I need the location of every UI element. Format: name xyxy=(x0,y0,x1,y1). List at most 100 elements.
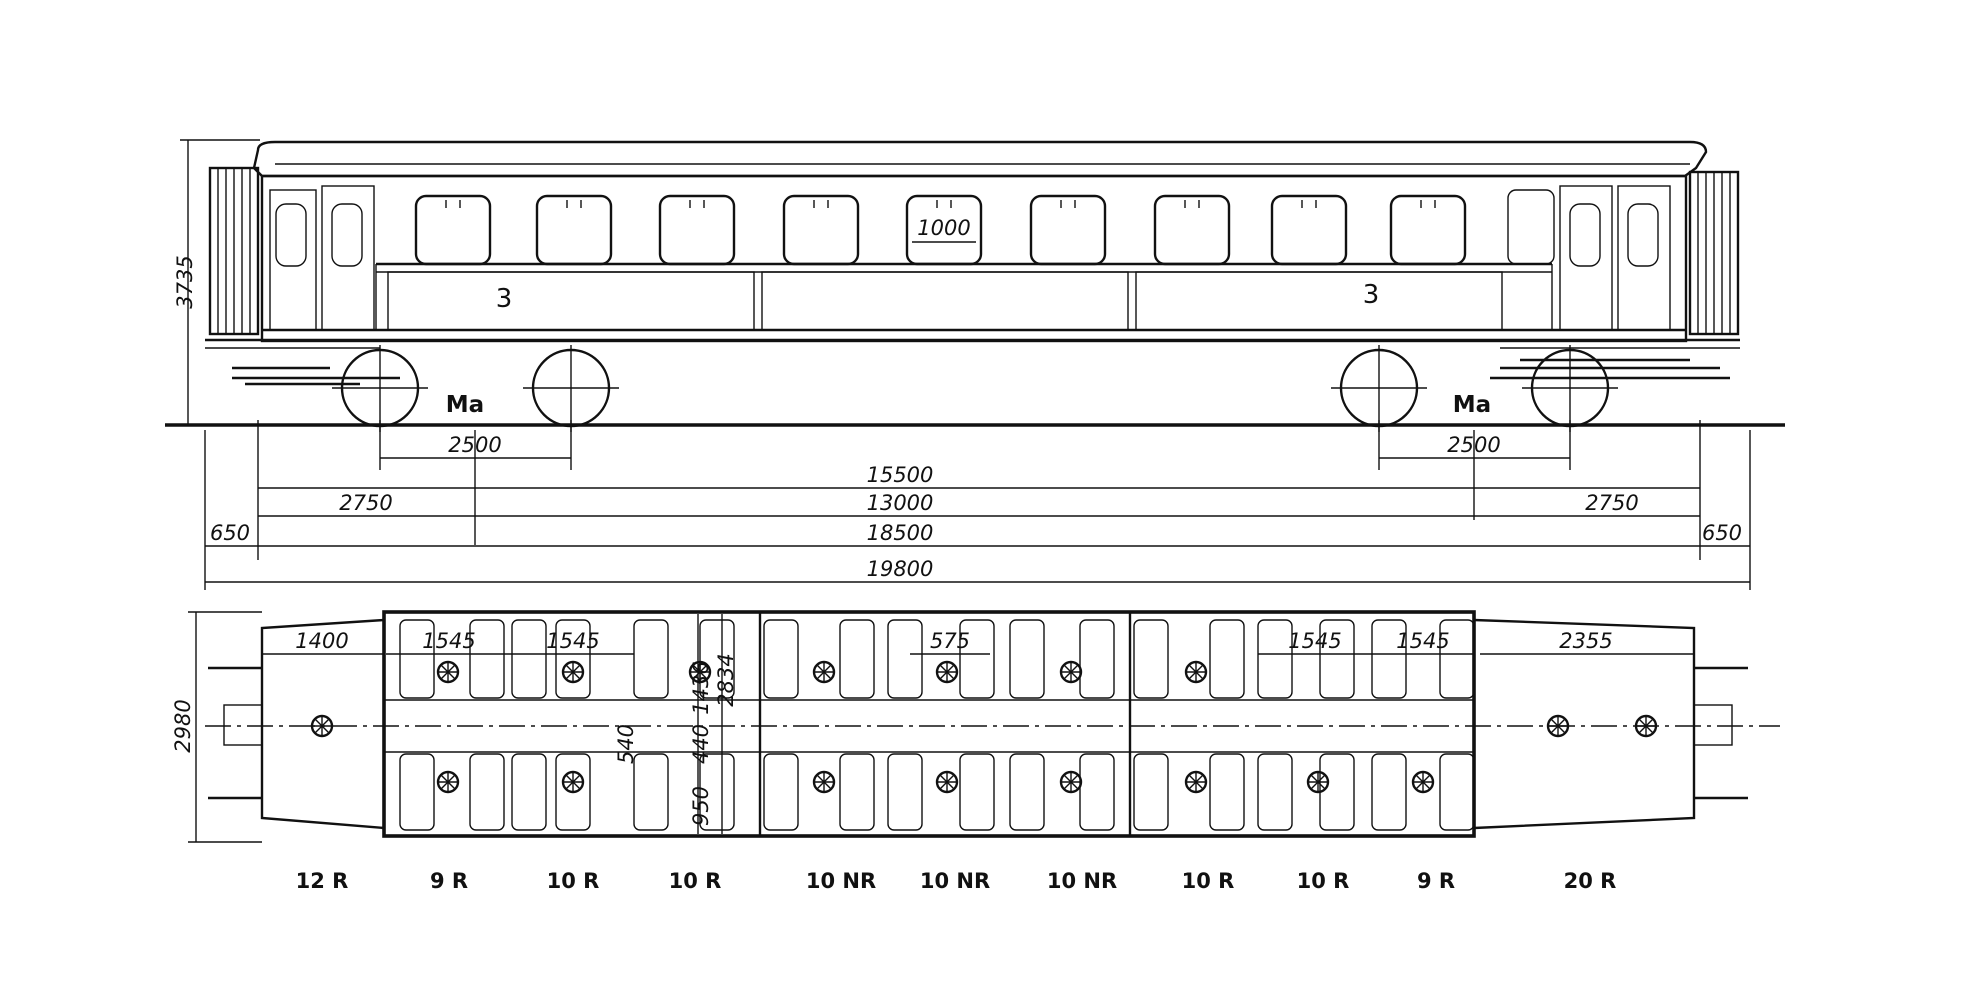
seat-bottom-12 xyxy=(1079,753,1115,831)
seat-top-7 xyxy=(763,619,799,699)
fan-icon xyxy=(1634,714,1658,738)
door-window-left-2 xyxy=(331,203,363,267)
seat-bottom-11 xyxy=(1009,753,1045,831)
car-body xyxy=(260,174,1688,343)
roof-outline xyxy=(252,140,1708,178)
buffer-left-dim: 650 xyxy=(210,521,250,545)
fan-icon xyxy=(1306,770,1330,794)
seat-bottom-6 xyxy=(699,753,735,831)
seat-top-14 xyxy=(1209,619,1245,699)
window-6 xyxy=(1029,194,1107,266)
fan-icon xyxy=(1184,770,1208,794)
side-elevation: 3 3 Ma Ma 1000 3735 xyxy=(165,139,1785,432)
seat-top-12 xyxy=(1079,619,1115,699)
fan-icon xyxy=(310,714,334,738)
section-label-1: 12 R xyxy=(296,869,349,893)
seat-top-2 xyxy=(469,619,505,699)
window-4 xyxy=(782,194,860,266)
height-dim: 3735 xyxy=(173,255,197,308)
seat-bottom-16 xyxy=(1319,753,1355,831)
bogie-centers-dim: 13000 xyxy=(867,491,934,515)
fan-icon xyxy=(935,660,959,684)
door-left-1 xyxy=(269,189,317,331)
fan-icon xyxy=(436,770,460,794)
section-label-7: 10 NR xyxy=(1047,869,1117,893)
section-label-9: 10 R xyxy=(1297,869,1350,893)
fan-icon xyxy=(1546,714,1570,738)
seat-top-13 xyxy=(1133,619,1169,699)
seat-top-9 xyxy=(887,619,923,699)
section-label-11: 20 R xyxy=(1564,869,1617,893)
plan-dim-540: 540 xyxy=(614,724,638,764)
ceiling-fans xyxy=(310,660,1658,794)
plan-dim-1400: 1400 xyxy=(295,629,348,653)
bogie-label-right: Ma xyxy=(1453,392,1491,418)
seat-bottom-7 xyxy=(763,753,799,831)
window-7 xyxy=(1153,194,1231,266)
window-2 xyxy=(535,194,613,266)
plan-dim-2834: 2834 xyxy=(714,653,738,706)
window-1 xyxy=(414,194,492,266)
frame-length-dim: 18500 xyxy=(867,521,934,545)
seat-rows xyxy=(399,619,1475,831)
plan-dim-1545-a: 1545 xyxy=(422,629,475,653)
plan-view: 1400 1545 1545 575 1545 1545 2355 2834 1… xyxy=(171,610,1780,843)
seat-top-17 xyxy=(1371,619,1407,699)
plan-dim-2355: 2355 xyxy=(1559,629,1612,653)
window-9 xyxy=(1389,194,1467,266)
seat-bottom-1 xyxy=(399,753,435,831)
fan-icon xyxy=(1411,770,1435,794)
seat-top-15 xyxy=(1257,619,1293,699)
door-window-right-3 xyxy=(1507,189,1555,265)
window-5 xyxy=(905,194,983,266)
seat-top-6 xyxy=(699,619,735,699)
panel-right xyxy=(1135,271,1503,331)
class-label-right: 3 xyxy=(1363,280,1380,310)
section-label-2: 9 R xyxy=(430,869,468,893)
door-window-right-1 xyxy=(1569,203,1601,267)
door-window-left-1 xyxy=(275,203,307,267)
seat-top-1 xyxy=(399,619,435,699)
plan-dim-1545-d: 1545 xyxy=(1396,629,1449,653)
bellows-left xyxy=(208,166,260,336)
seat-top-3 xyxy=(511,619,547,699)
seat-top-4 xyxy=(555,619,591,699)
plan-dim-1545-c: 1545 xyxy=(1288,629,1341,653)
plan-dim-440: 440 xyxy=(689,724,713,764)
plan-dim-1545-b: 1545 xyxy=(546,629,599,653)
seat-bottom-9 xyxy=(887,753,923,831)
fan-icon xyxy=(812,770,836,794)
fan-icon xyxy=(561,660,585,684)
seat-bottom-13 xyxy=(1133,753,1169,831)
door-right-1 xyxy=(1559,185,1613,331)
seat-top-8 xyxy=(839,619,875,699)
fan-icon xyxy=(561,770,585,794)
end-left-dim: 2750 xyxy=(339,491,392,515)
fan-icon xyxy=(812,660,836,684)
body-length-dim: 15500 xyxy=(867,463,934,487)
bogie-label-left: Ma xyxy=(446,392,484,418)
panel-left xyxy=(387,271,755,331)
fan-icon xyxy=(935,770,959,794)
window-width-dim: 1000 xyxy=(917,216,970,240)
section-label-8: 10 R xyxy=(1182,869,1235,893)
seat-top-16 xyxy=(1319,619,1355,699)
buffer-right-dim: 650 xyxy=(1702,521,1742,545)
plan-body xyxy=(382,610,1476,838)
wheels xyxy=(332,345,1618,432)
end-right-dim: 2750 xyxy=(1585,491,1638,515)
door-left-2 xyxy=(321,185,375,331)
seat-bottom-10 xyxy=(959,753,995,831)
section-label-3: 10 R xyxy=(547,869,600,893)
overall-length-dim: 19800 xyxy=(867,557,934,581)
bellows-right xyxy=(1688,170,1740,336)
fan-icon xyxy=(1184,660,1208,684)
seat-bottom-2 xyxy=(469,753,505,831)
seat-bottom-5 xyxy=(633,753,669,831)
seat-top-11 xyxy=(1009,619,1045,699)
window-3 xyxy=(658,194,736,266)
section-label-5: 10 NR xyxy=(806,869,876,893)
